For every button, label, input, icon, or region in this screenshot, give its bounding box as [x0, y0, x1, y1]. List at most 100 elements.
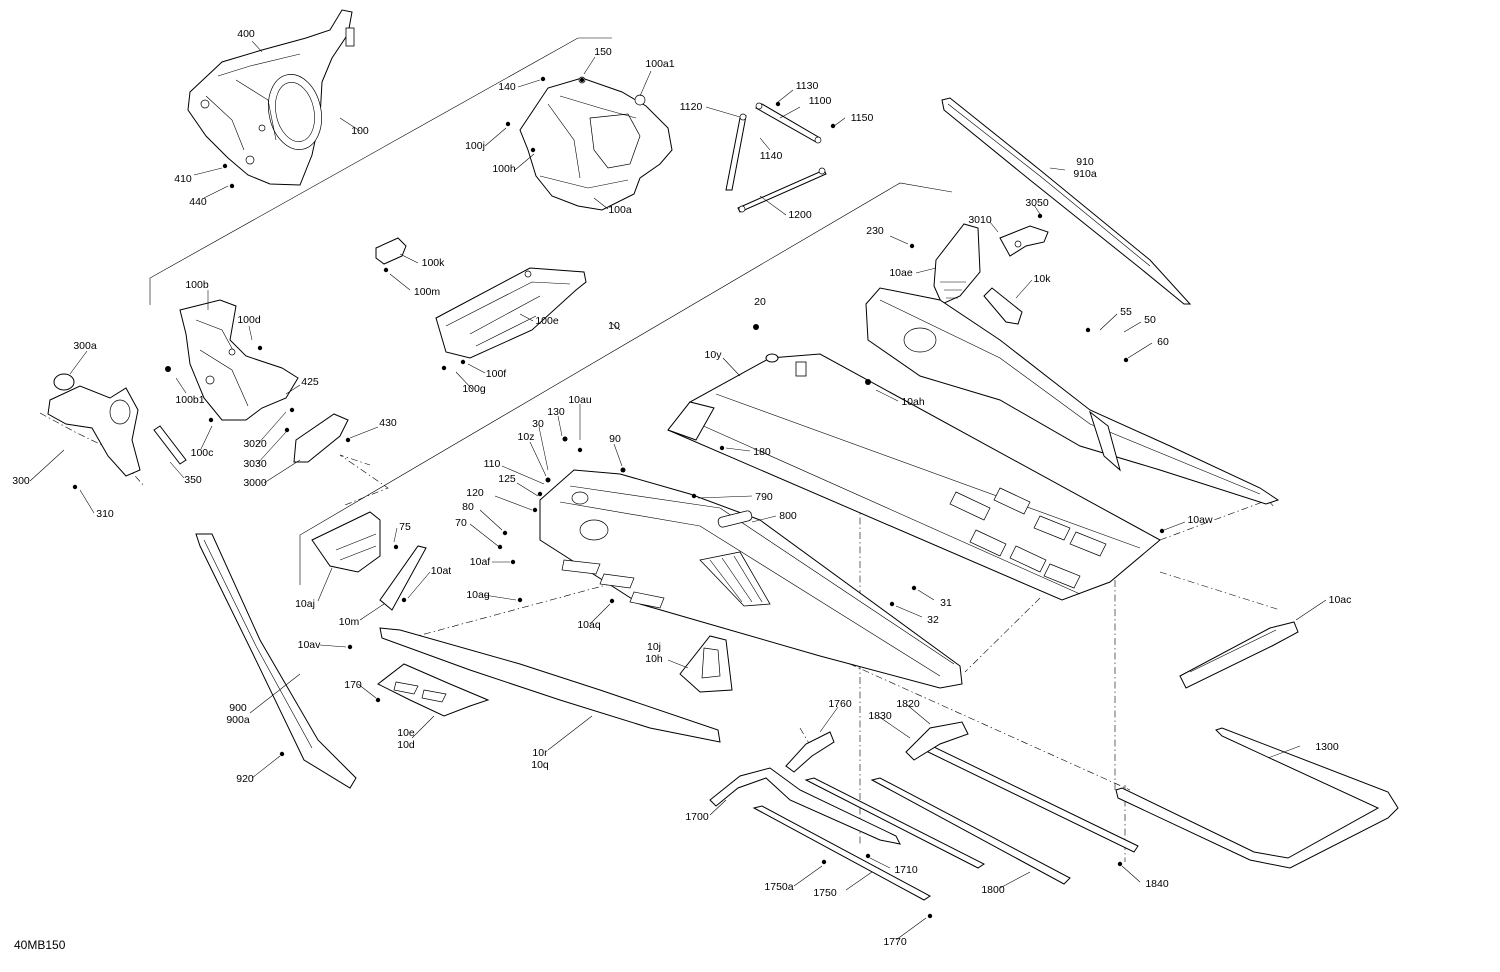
callout-10j-10h: 10j 10h: [645, 641, 663, 665]
callout-100f: 100f: [485, 368, 507, 380]
callout-100h: 100h: [492, 163, 516, 175]
callout-1750a: 1750a: [764, 881, 794, 893]
part-100e-plate: [435, 267, 587, 359]
callout-80: 80: [462, 501, 474, 513]
part-right-rail-frame: [865, 287, 1280, 505]
callout-1130: 1130: [795, 80, 819, 92]
callout-100e: 100e: [535, 315, 559, 327]
part-10-tunnel-side: [539, 469, 963, 689]
callout-100c: 100c: [190, 447, 214, 459]
part-10k-bracket: [983, 287, 1023, 325]
callout-1300: 1300: [1315, 741, 1339, 753]
part-100a-frame: [519, 76, 673, 211]
callout-110: 110: [483, 458, 501, 470]
part-1760-bracket: [785, 731, 835, 773]
part-1830-bracket: [905, 721, 969, 761]
callout-430: 430: [379, 417, 397, 429]
part-3000-bracket: [293, 413, 349, 463]
part-3010-bracket: [999, 225, 1049, 257]
part-1100-1200-rods: [725, 102, 827, 213]
callout-10z: 10z: [517, 431, 535, 443]
part-10aj-bracket: [311, 511, 381, 573]
callout-10r-10q: 10r 10q: [531, 747, 549, 771]
callout-1820: 1820: [896, 698, 920, 710]
callout-3030: 3030: [243, 458, 267, 470]
callout-32: 32: [927, 614, 939, 626]
callout-100g: 100g: [462, 383, 486, 395]
callout-10k: 10k: [1033, 273, 1051, 285]
callout-10aq: 10aq: [577, 619, 601, 631]
diagram-code: 40MB150: [14, 938, 66, 952]
part-10ae-bracket: [933, 223, 981, 305]
callout-1700: 1700: [685, 811, 709, 823]
callout-1800: 1800: [981, 884, 1005, 896]
part-1300-bumper: [1115, 727, 1399, 869]
part-10r-strip: [379, 627, 721, 743]
callout-10m: 10m: [338, 616, 360, 628]
callout-50: 50: [1144, 314, 1156, 326]
callout-10e-10d: 10e 10d: [397, 727, 415, 751]
callout-1750: 1750: [813, 887, 837, 899]
part-1750-rail: [752, 805, 931, 901]
part-910-rail: [941, 97, 1192, 305]
callout-3000: 3000: [243, 477, 267, 489]
callout-1140: 1140: [759, 150, 783, 162]
callout-300: 300: [12, 475, 30, 487]
callout-1150: 1150: [850, 112, 874, 124]
callout-55: 55: [1120, 306, 1132, 318]
callout-10af: 10af: [469, 556, 491, 568]
callout-100: 100: [351, 125, 369, 137]
part-10m-bracket: [379, 545, 427, 611]
callout-10av: 10av: [297, 639, 321, 651]
part-400-bulkhead: [187, 9, 355, 186]
callout-100a1: 100a1: [645, 58, 675, 70]
callout-3020: 3020: [243, 438, 267, 450]
callout-150: 150: [594, 46, 612, 58]
callout-10ah: 10ah: [901, 396, 925, 408]
callout-140: 140: [498, 81, 516, 93]
callout-100a: 100a: [608, 204, 632, 216]
callout-1830: 1830: [868, 710, 892, 722]
callout-350: 350: [184, 474, 202, 486]
callout-1710: 1710: [894, 864, 918, 876]
part-10e-footrest: [377, 663, 490, 717]
callout-10ac: 10ac: [1328, 594, 1352, 606]
callout-30: 30: [532, 418, 544, 430]
part-10y-tunnel: [667, 353, 1161, 601]
callout-100b: 100b: [185, 279, 209, 291]
callout-10aw: 10aw: [1187, 514, 1213, 526]
callout-800: 800: [779, 510, 797, 522]
callout-920: 920: [236, 773, 254, 785]
part-100k-cap: [375, 237, 407, 265]
part-300-spindle: [47, 373, 141, 477]
callout-100j: 100j: [465, 140, 485, 152]
callout-1770: 1770: [883, 936, 907, 948]
callout-100k: 100k: [421, 257, 445, 269]
callout-790: 790: [755, 491, 773, 503]
callout-900-900a: 900 900a: [226, 702, 250, 726]
callout-400: 400: [237, 28, 255, 40]
part-1820-rail: [922, 745, 1139, 853]
callout-1840: 1840: [1145, 878, 1169, 890]
part-100b-bracket: [179, 299, 299, 421]
part-1710-rail: [804, 777, 985, 869]
callout-10au: 10au: [568, 394, 592, 406]
callout-100b1: 100b1: [175, 394, 205, 406]
callout-410: 410: [174, 173, 192, 185]
callout-3010: 3010: [968, 214, 992, 226]
hardware-and-leaders: [29, 40, 1327, 941]
callout-910-910a: 910 910a: [1073, 156, 1097, 180]
callout-120: 120: [466, 487, 484, 499]
callout-1200: 1200: [788, 209, 812, 221]
callout-300a: 300a: [73, 340, 97, 352]
callout-10: 10: [608, 320, 620, 332]
callout-20: 20: [754, 296, 766, 308]
callout-100m: 100m: [413, 286, 441, 298]
callout-31: 31: [940, 597, 952, 609]
callout-1100: 1100: [808, 95, 832, 107]
callout-180: 180: [753, 446, 771, 458]
callout-1120: 1120: [679, 101, 703, 113]
callout-60: 60: [1157, 336, 1169, 348]
